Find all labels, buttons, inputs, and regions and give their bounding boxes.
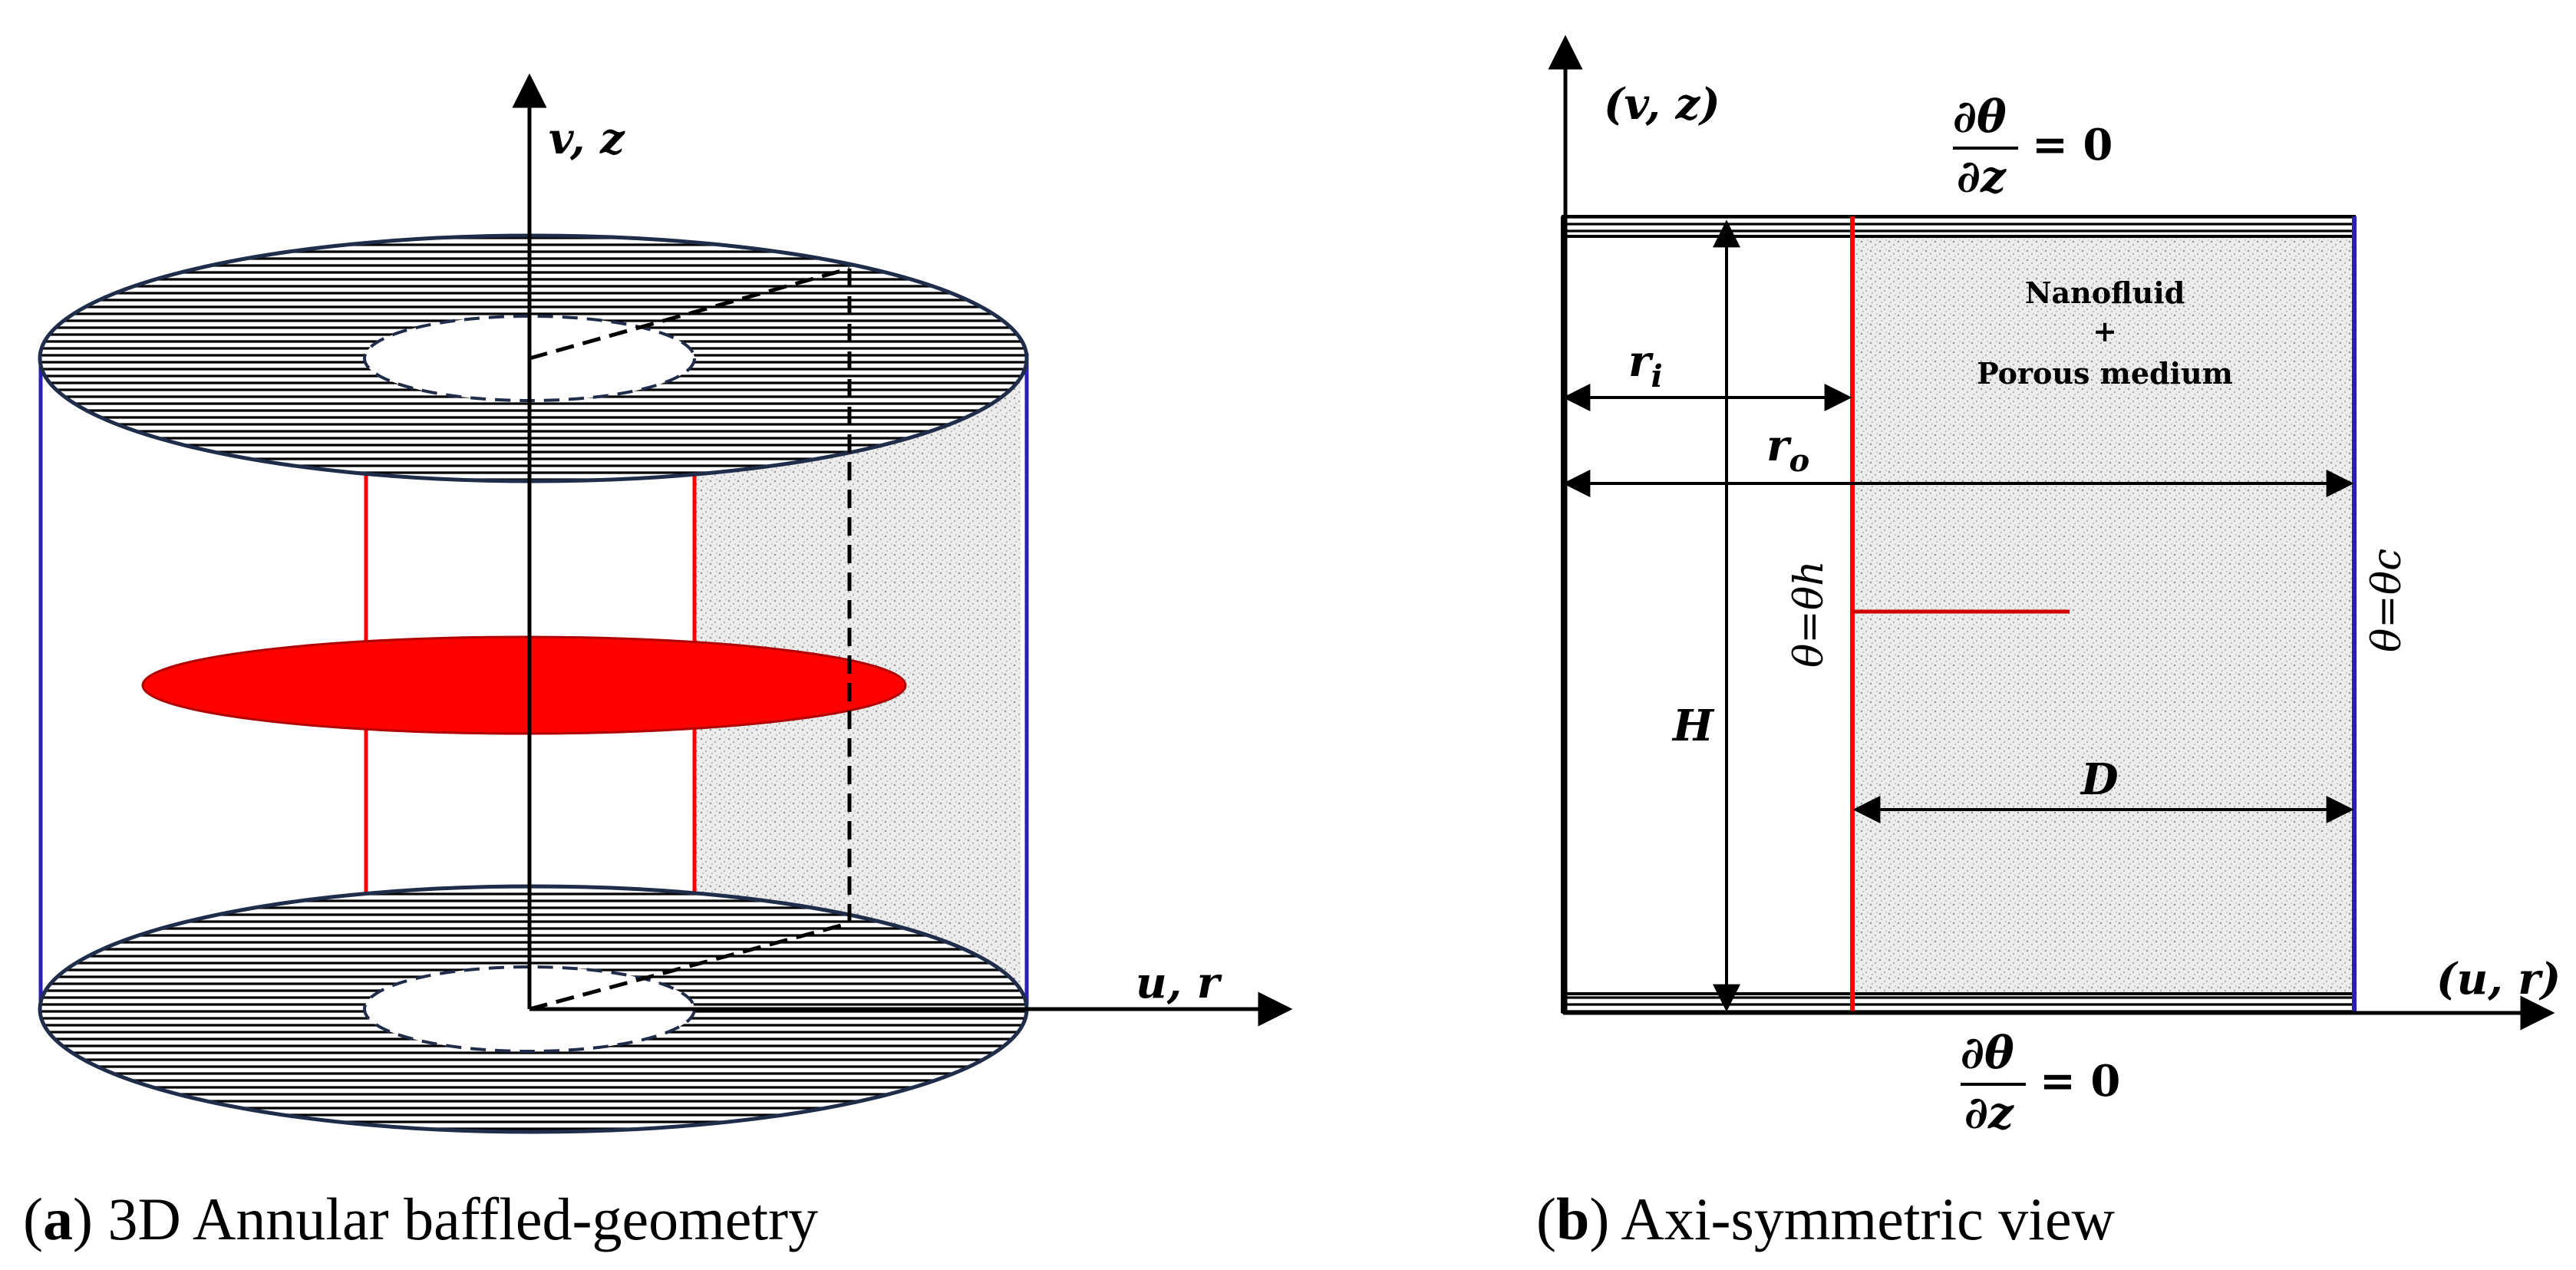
panel-a: v, z u, r (a) 3D Annular baffled-geometr… (23, 73, 1293, 1252)
medium-label-line1: Nanofluid (2025, 275, 2185, 310)
medium-label-line3: Porous medium (1977, 356, 2233, 391)
svg-text:∂z: ∂z (1957, 150, 2007, 203)
baffle-disk (141, 635, 907, 735)
axis-label-vz: v, z (549, 114, 625, 164)
svg-text:∂θ: ∂θ (1953, 91, 2007, 143)
axis-label-ur-b: (u, r) (2436, 954, 2561, 1004)
bottom-boundary-condition: ∂θ ∂z = 0 (1961, 1027, 2120, 1139)
axis-label-ur: u, r (1136, 958, 1222, 1008)
top-radius-line (529, 266, 850, 361)
axis-label-vz-b: (v, z) (1604, 79, 1720, 130)
svg-text:∂θ: ∂θ (1961, 1027, 2014, 1079)
svg-text:= 0: = 0 (2032, 120, 2113, 170)
label-hot-wall: θ=θh (1786, 560, 1832, 668)
svg-text:= 0: = 0 (2040, 1056, 2120, 1107)
bottom-wall (1562, 992, 2356, 1014)
svg-text:∂z: ∂z (1964, 1087, 2014, 1139)
medium-label-line2: + (2093, 314, 2117, 348)
panel-b: (v, z) (u, r) ∂θ ∂z = 0 ∂θ ∂z = 0 Nanofl… (1536, 35, 2561, 1252)
label-cold-wall: θ=θc (2364, 549, 2410, 652)
label-d: D (2080, 754, 2119, 805)
caption-a: (a) 3D Annular baffled-geometry (23, 1186, 818, 1252)
top-wall (1562, 215, 2356, 238)
top-boundary-condition: ∂θ ∂z = 0 (1953, 91, 2113, 203)
label-h: H (1671, 701, 1715, 751)
label-ro: ro (1766, 421, 1809, 479)
label-ri: ri (1628, 336, 1663, 394)
caption-b: (b) Axi-symmetric view (1536, 1186, 2115, 1252)
porous-region (1852, 234, 2354, 998)
